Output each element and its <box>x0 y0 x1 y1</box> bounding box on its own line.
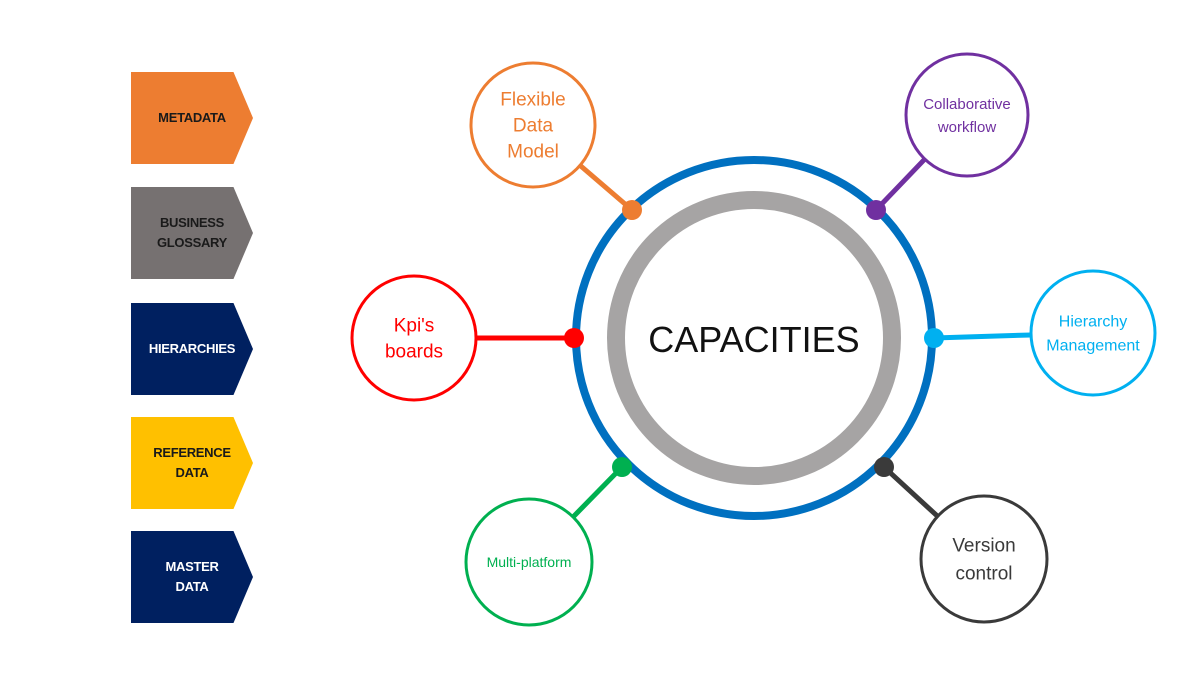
hierarchy-management-label-line: Management <box>1046 338 1140 355</box>
version-control-dot <box>874 457 894 477</box>
version-control-label-line: control <box>955 564 1012 585</box>
chevron-business-glossary: BUSINESS GLOSSARY <box>131 187 253 279</box>
version-control-connector <box>882 465 940 519</box>
hierarchy-management-label-line: Hierarchy <box>1059 314 1127 331</box>
flexible-data-model-label-line: Data <box>513 116 554 137</box>
kpis-boards-label-line: boards <box>385 342 443 363</box>
chevron-label-hierarchies: HIERARCHIES <box>148 341 236 356</box>
chevron-metadata: METADATA <box>131 72 253 164</box>
hierarchy-management-circle <box>1029 269 1157 397</box>
hierarchy-management-connector <box>933 332 1032 341</box>
multi-platform-dot <box>612 457 632 477</box>
kpis-boards-dot <box>564 328 584 348</box>
inner-gray-ring <box>607 191 901 485</box>
collaborative-workflow-label-line: Collaborative <box>923 96 1011 113</box>
collaborative-workflow-connector <box>874 157 927 212</box>
kpis-boards-circle <box>350 274 478 402</box>
version-control-label-line: Version <box>952 536 1015 557</box>
multi-platform-label-line: Multi-platform <box>487 554 572 570</box>
chevron-reference-data: REFERENCE DATA <box>131 417 253 509</box>
flexible-data-model-label-line: Model <box>507 142 559 163</box>
hierarchy-management-dot <box>924 328 944 348</box>
chevron-label-master-data: MASTER DATA <box>165 559 219 594</box>
collaborative-workflow-dot <box>866 200 886 220</box>
flexible-data-model-dot <box>622 200 642 220</box>
kpis-boards-label-line: Kpi's <box>394 316 435 337</box>
flexible-data-model-connector <box>578 163 634 212</box>
flexible-data-model-circle <box>469 61 597 189</box>
version-control-circle <box>919 494 1049 624</box>
chevron-label-reference-data: REFERENCE DATA <box>153 445 231 480</box>
flexible-data-model-label-line: Flexible <box>500 90 565 111</box>
multi-platform-circle <box>464 497 594 627</box>
multi-platform-connector <box>571 465 624 519</box>
chevron-label-business-glossary: BUSINESS GLOSSARY <box>156 215 228 250</box>
hub-title: CAPACITIES <box>648 319 859 360</box>
collaborative-workflow-circle <box>904 52 1030 178</box>
chevron-master-data: MASTER DATA <box>131 531 253 623</box>
chevron-hierarchies: HIERARCHIES <box>131 303 253 395</box>
chevron-label-metadata: METADATA <box>158 110 226 125</box>
collaborative-workflow-label-line: workflow <box>937 119 997 136</box>
